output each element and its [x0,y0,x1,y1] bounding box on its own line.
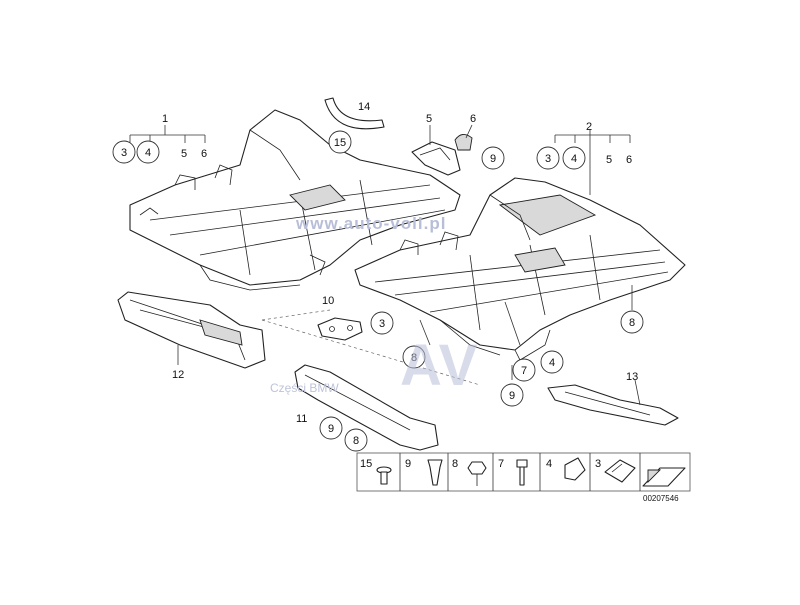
legend-item-15: 15 [360,458,372,470]
part-14-strip [324,97,385,130]
part-13-rail [547,384,679,426]
label-13: 13 [626,371,638,383]
hex-nut-icon [467,461,487,486]
retaining-clip-icon [564,457,586,481]
part-5-bracket [411,141,461,176]
diagram-ref-code: 00207546 [643,494,679,503]
legend-item-8: 8 [452,458,458,470]
speed-nut-icon [604,459,636,483]
label-11: 11 [296,413,307,425]
hex-bolt-icon [516,459,528,486]
label-3-center: 3 [379,318,385,330]
label-2: 2 [586,121,592,133]
expanding-clip-icon [427,459,443,486]
fastener-legend: 15 9 8 7 4 3 [356,452,691,492]
label-14: 14 [358,101,370,113]
legend-item-4: 4 [546,458,552,470]
legend-item-3: 3 [595,458,601,470]
label-7: 7 [521,365,527,377]
label-8-center: 8 [411,352,417,364]
label-4-right: 4 [571,153,577,165]
part-12-side-member [117,291,266,369]
label-9-top: 9 [490,153,496,165]
label-4-center: 4 [549,357,555,369]
label-8-right: 8 [629,317,635,329]
legend-item-7: 7 [498,458,504,470]
label-12: 12 [172,369,184,381]
label-3-right: 3 [545,153,551,165]
watermark-brand: Części BMW [270,381,339,395]
leader-lines [129,124,641,406]
label-6-cap: 6 [470,113,476,125]
part-10-plate [317,317,363,341]
label-6-right: 6 [626,154,632,166]
push-rivet-icon [376,466,392,485]
arrow-direction-icon [642,467,686,487]
label-5-left: 5 [181,148,187,160]
watermark-url: www.auto-voll.pl [295,214,446,233]
label-15: 15 [334,137,346,149]
label-10: 10 [322,295,334,307]
watermark-logo: AV [400,333,478,398]
label-5-right: 5 [606,154,612,166]
label-6-left: 6 [201,148,207,160]
label-8-bottom: 8 [353,435,359,447]
label-1: 1 [162,113,168,125]
legend-item-9: 9 [405,458,411,470]
underbody-shield-right [354,177,686,361]
part-6-cap [454,134,473,151]
part-11-rail [294,364,439,451]
label-5-bracket: 5 [426,113,432,125]
label-3-left: 3 [121,147,127,159]
label-9-center: 9 [509,390,515,402]
label-4-left: 4 [145,147,151,159]
label-9-bottom: 9 [328,423,334,435]
underbody-shield-left [129,109,461,291]
